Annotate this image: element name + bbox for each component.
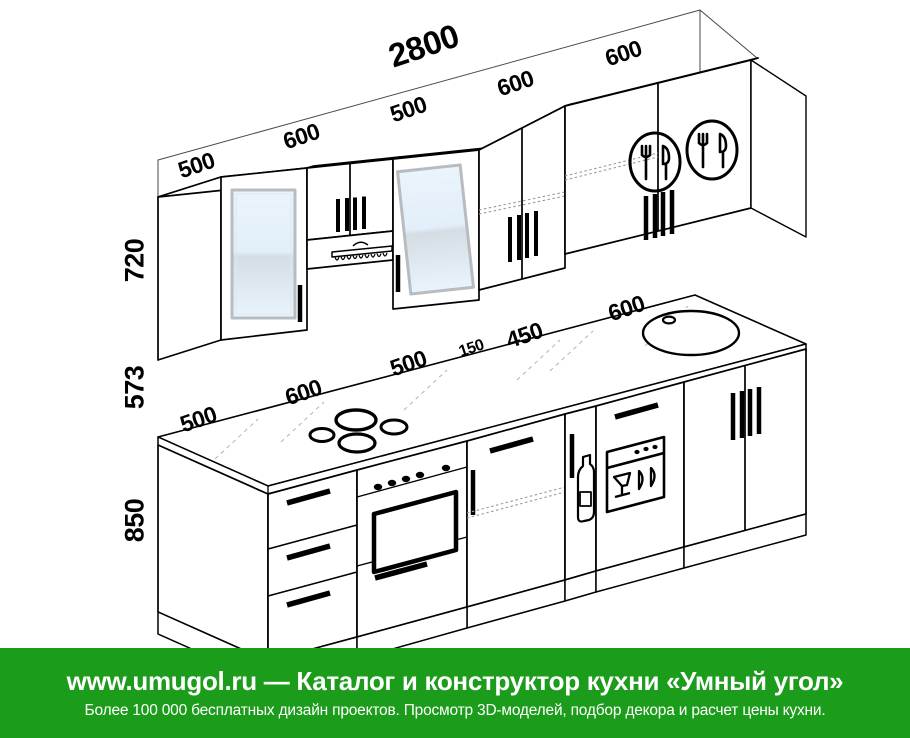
dimension-height-base: 850 xyxy=(119,498,150,543)
banner-headline: www.umugol.ru — Каталог и конструктор ку… xyxy=(66,666,844,696)
dimension-height-upper: 720 xyxy=(119,238,150,283)
dimension-height-backsplash: 573 xyxy=(119,365,150,410)
site-banner: www.umugol.ru — Каталог и конструктор ку… xyxy=(0,648,910,738)
kitchen-elevation-drawing xyxy=(157,9,807,648)
banner-subtext: Более 100 000 бесплатных дизайн проектов… xyxy=(84,702,826,719)
